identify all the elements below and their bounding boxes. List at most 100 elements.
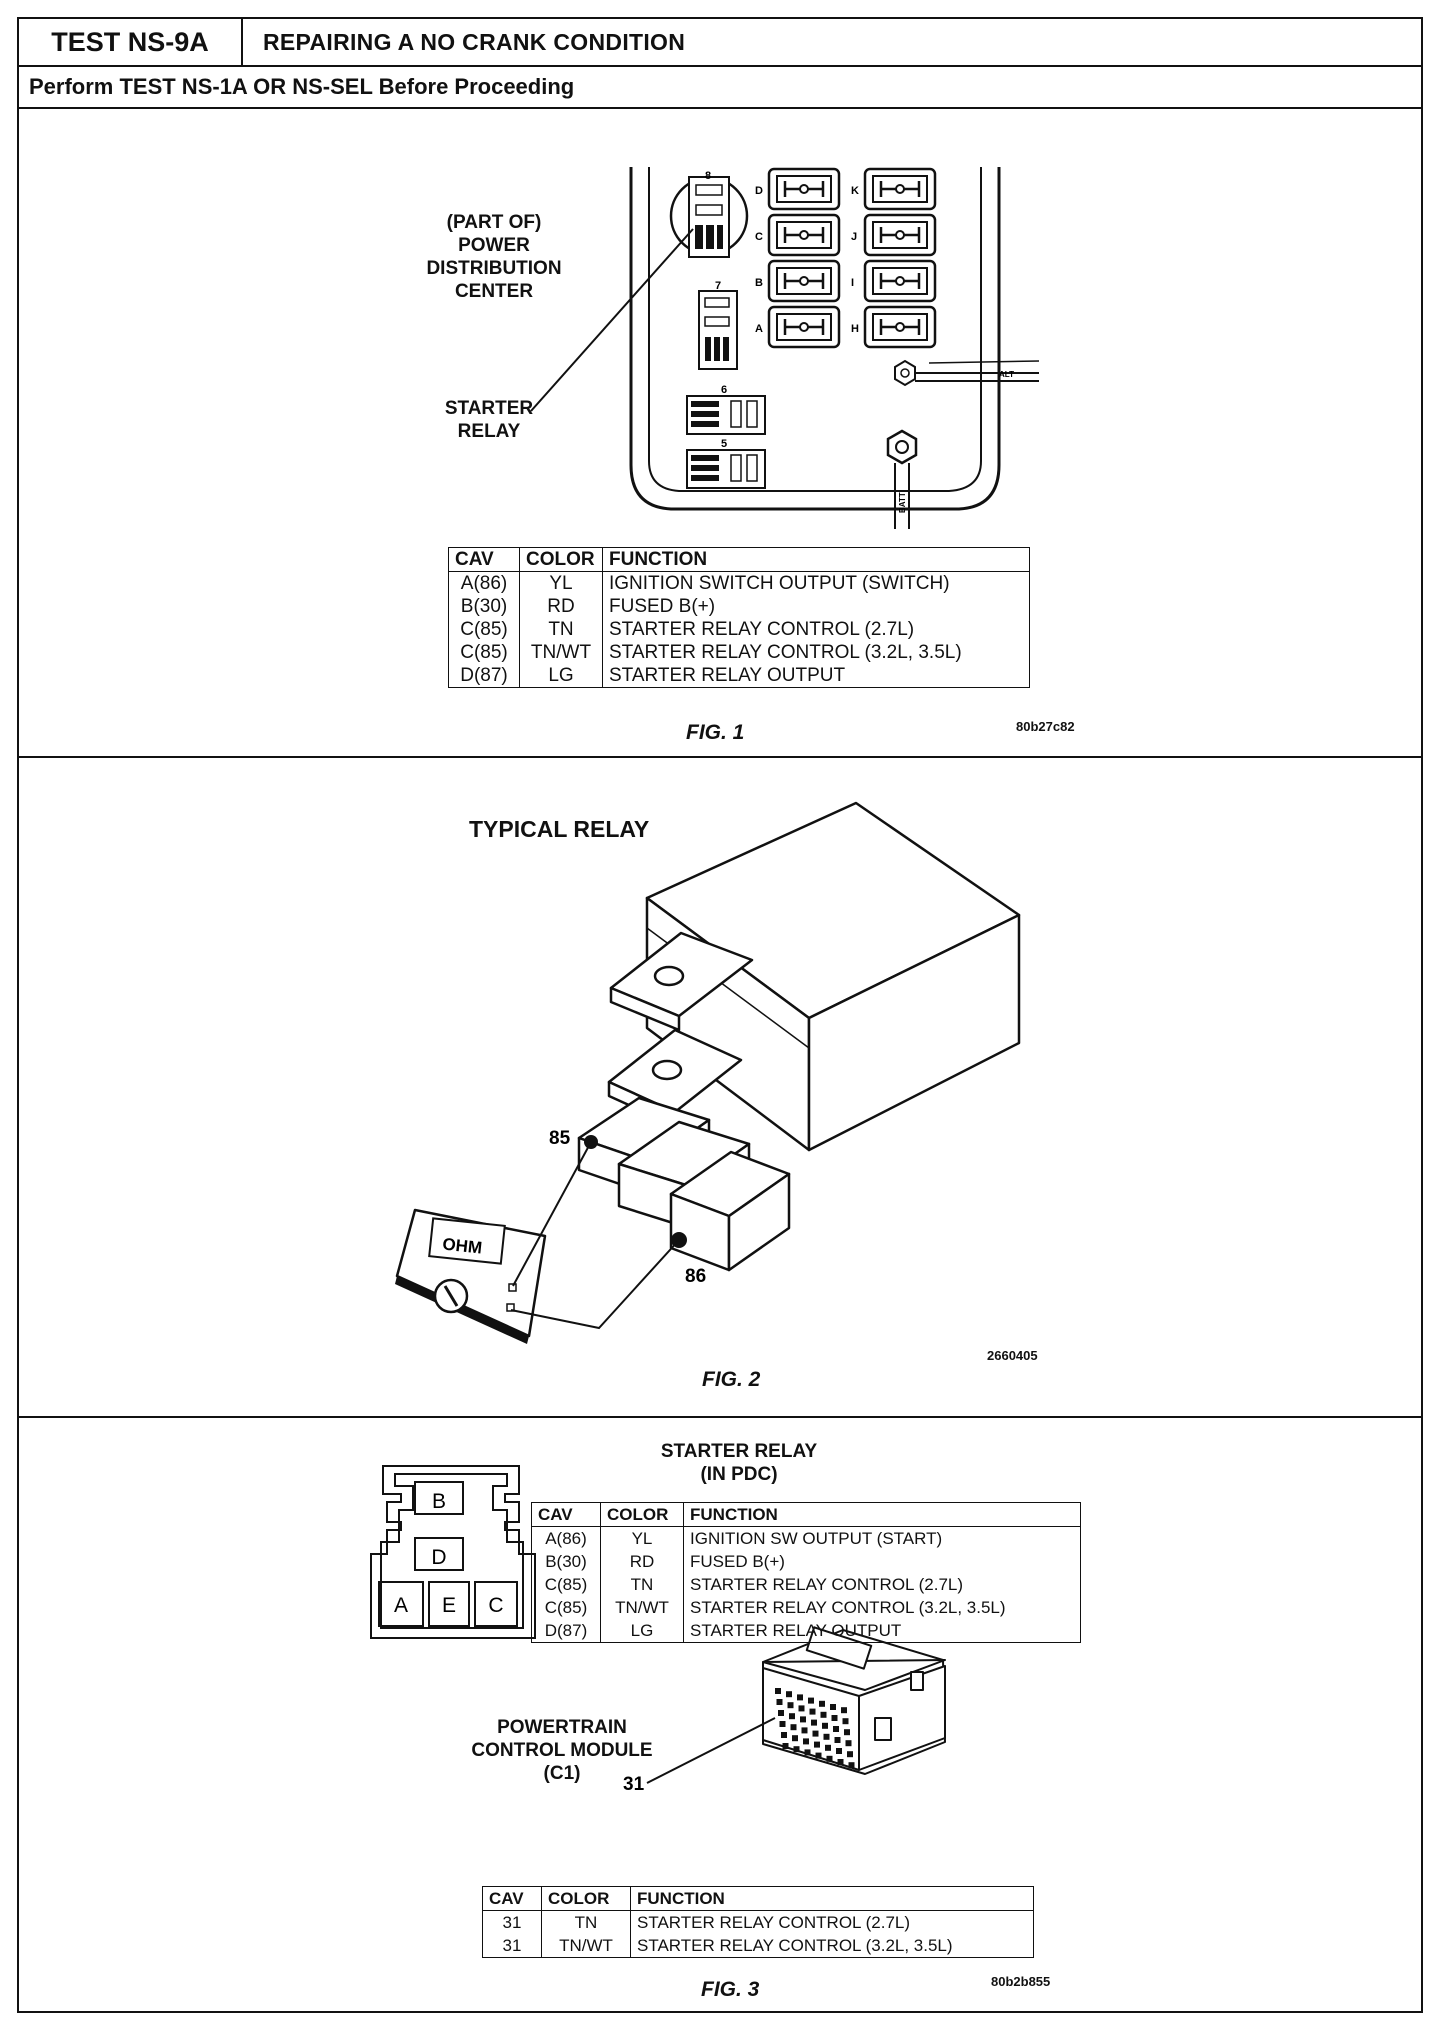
relay-8 xyxy=(688,176,730,258)
function-cell: STARTER RELAY CONTROL (3.2L, 3.5L) xyxy=(683,1596,1081,1619)
color-cell: TN/WT xyxy=(519,641,603,664)
pcm-pin xyxy=(831,1715,838,1721)
relay-5 xyxy=(686,449,766,489)
pin-31-leader xyxy=(646,1717,776,1784)
pcm-pin xyxy=(779,1721,786,1727)
pcm-pin xyxy=(845,1740,852,1747)
pcm-pin xyxy=(830,1704,836,1710)
pcm-pin xyxy=(811,1719,817,1726)
cavity-c: C xyxy=(488,1594,503,1617)
pcm-pin xyxy=(842,1718,849,1725)
cavity-b: B xyxy=(432,1490,446,1513)
fuse-letter: I xyxy=(851,277,854,289)
pcm-pin xyxy=(825,1744,831,1751)
test-id: TEST NS-9A xyxy=(19,19,243,65)
pcm-pin xyxy=(782,1743,789,1749)
color-cell: LG xyxy=(600,1619,684,1643)
function-cell: STARTER RELAY CONTROL (2.7L) xyxy=(630,1910,1034,1934)
color-cell: TN/WT xyxy=(541,1934,631,1958)
pcm-pin xyxy=(844,1729,850,1736)
fuse-j xyxy=(863,213,937,257)
upper-blade xyxy=(609,931,754,1032)
batt-stud xyxy=(886,429,918,529)
fig2-title: TYPICAL RELAY xyxy=(469,816,650,842)
fuse-d xyxy=(767,167,841,211)
pcm-pin xyxy=(841,1707,847,1714)
relay-diagram: OHM 85 86 xyxy=(395,801,1021,1344)
fuse-letter: J xyxy=(851,231,857,243)
pcm-pin xyxy=(847,1751,853,1758)
function-cell: FUSED B(+) xyxy=(602,595,1030,618)
cav-cell: C(85) xyxy=(448,641,520,664)
pcm-pin xyxy=(837,1759,844,1765)
fuse-i xyxy=(863,259,937,303)
color-cell: TN/WT xyxy=(600,1596,684,1619)
pcm-pin xyxy=(834,1737,841,1743)
color-cell: TN xyxy=(519,618,603,641)
pin-31-label: 31 xyxy=(623,1774,645,1795)
pcm-pin xyxy=(820,1711,827,1718)
alt-stud xyxy=(894,359,1040,387)
cav-cell: 31 xyxy=(482,1934,542,1958)
pcm-pin xyxy=(815,1752,822,1759)
relay-num-7: 7 xyxy=(715,280,721,292)
function-cell: STARTER RELAY CONTROL (3.2L, 3.5L) xyxy=(630,1934,1034,1958)
pcm-pin xyxy=(786,1691,792,1698)
color-cell: RD xyxy=(519,595,603,618)
color-cell: TN xyxy=(541,1910,631,1934)
cav-cell: B(30) xyxy=(448,595,520,618)
function-cell: IGNITION SW OUTPUT (START) xyxy=(683,1526,1081,1550)
function-cell: STARTER RELAY OUTPUT xyxy=(602,664,1030,688)
fuse-b xyxy=(767,259,841,303)
relay-num-8: 8 xyxy=(705,170,711,182)
cav-cell: C(85) xyxy=(531,1573,601,1596)
batt-label: BATT xyxy=(898,492,907,513)
pcm-pin xyxy=(789,1713,795,1720)
alt-label: ALT xyxy=(999,370,1014,379)
pdc-housing-inner xyxy=(648,167,982,492)
relay-num-5: 5 xyxy=(721,438,727,450)
relay-6 xyxy=(686,395,766,435)
fuse-letter: A xyxy=(755,323,763,335)
function-cell: STARTER RELAY CONTROL (2.7L) xyxy=(683,1573,1081,1596)
fuse-letter: H xyxy=(851,323,859,335)
pcm-pin xyxy=(781,1732,787,1738)
cavity-d: D xyxy=(431,1546,446,1569)
fig2-caption: FIG. 2 xyxy=(702,1368,761,1391)
fuse-h xyxy=(863,305,937,349)
pcm-pin xyxy=(848,1762,855,1769)
color-cell: RD xyxy=(600,1550,684,1573)
cavity-a: A xyxy=(394,1594,408,1617)
pcm-pin xyxy=(775,1688,781,1694)
fig3-code: 80b2b855 xyxy=(991,1974,1051,1989)
function-cell: IGNITION SWITCH OUTPUT (SWITCH) xyxy=(602,571,1030,595)
pcm-pin xyxy=(800,1716,806,1723)
fig3-section: STARTER RELAY(IN PDC) B D A E C xyxy=(19,1418,1421,2013)
pcm-pin xyxy=(790,1724,797,1731)
pdc-housing-outer xyxy=(629,167,1001,511)
relay-7 xyxy=(698,290,738,370)
fuse-c xyxy=(767,213,841,257)
fig3-caption: FIG. 3 xyxy=(701,1978,760,2001)
terminal-86 xyxy=(669,1150,791,1272)
fig3-title: STARTER RELAY(IN PDC) xyxy=(660,1441,818,1485)
pcm-pin xyxy=(812,1730,819,1737)
cavity-outline xyxy=(370,1465,536,1639)
cav-cell: 31 xyxy=(482,1910,542,1934)
fuse-letter: K xyxy=(851,185,859,197)
pcm-pin xyxy=(801,1727,808,1734)
fuse-letter: C xyxy=(755,231,763,243)
